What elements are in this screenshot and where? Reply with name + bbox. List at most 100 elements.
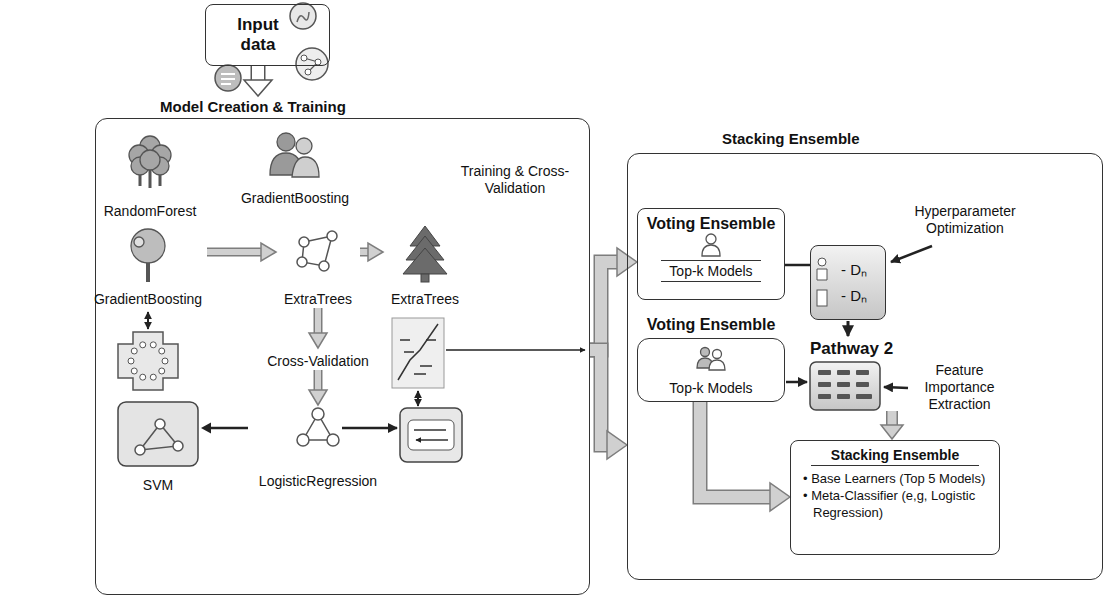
input-box: Input data [205,4,330,66]
arrow-line [210,427,249,430]
node-text: Voting Ensemble [637,314,785,336]
cycle-box [400,408,462,462]
network-icon [297,257,307,267]
model-icon: ExtraTrees [276,222,360,308]
pine-icon [403,248,447,274]
arrow-head [309,390,327,405]
voting-box: Voting EnsembleTop-k Models [637,314,785,402]
node-text: Stacking Ensemble [811,445,979,466]
arrow-head [770,483,790,511]
node-text: Voting Ensemble [647,214,776,234]
model-icon: SVM [115,398,201,494]
flow-arrow [244,66,272,96]
data-icons [215,65,241,91]
node-text: ExtraTrees [284,290,352,308]
feature-box [856,370,869,375]
arrow-head [607,431,627,459]
param-box-fill [817,290,827,306]
param-box-fill [818,258,826,266]
people-icon [292,157,319,177]
flow-arrow [309,308,327,348]
thin-arrow [847,321,850,336]
chart-box [392,318,444,388]
voting-icons [697,234,725,370]
pine-icon [403,226,447,282]
stacking-box: Stacking Ensemble • Base Learners (Top 5 … [790,440,1000,555]
people-icon [296,138,312,154]
node-text: Input data [226,15,290,55]
data-icons [290,3,316,29]
node-text: - Dₙ [811,283,885,309]
data-icons [315,59,321,65]
network-icon [299,237,309,247]
svm-box [118,402,198,466]
double-arrow [417,391,419,406]
thin-arrow [884,387,908,388]
node-text: • Meta-Classifier (e,g, Logistic Regress… [801,487,989,521]
annotation-label: Feature Importance Extraction [912,362,1007,413]
flow-arrow [700,402,790,511]
network-icon [297,231,337,271]
node-text: SVM [143,476,173,494]
svm-box [173,441,183,451]
model-icon: RandomForest [95,128,205,220]
thin-arrow [786,381,807,384]
flow-arrow [785,265,810,266]
annotation-label: Hyperparameter Optimization [905,203,1025,237]
node-text: • Base Learners (Top 5 Models) [801,470,989,487]
ring-box [150,374,156,380]
ring-box [140,342,146,348]
ring-box [140,374,146,380]
flow-arrow [360,243,383,261]
thin-arrow [891,246,932,262]
param-box: - Dₙ- Dₙ [810,245,886,320]
node-text: GradientBoosting [94,290,202,308]
voting-box: Voting EnsembleTop-k Models [637,208,785,300]
tree-icon [131,229,165,263]
arrow-head [244,80,272,96]
ring-box [128,358,134,364]
node-text: Top-k Models [661,260,760,282]
tree-icon [146,262,150,282]
param-box-fill [817,269,827,280]
gray-arrow [881,425,903,439]
arrow-line [207,248,263,257]
feature-box [818,382,831,387]
feature-box [818,370,831,375]
voting-icons [713,350,722,359]
arrow-line [314,308,323,335]
feature-box [837,382,850,387]
feature-box [810,362,880,410]
chart-box [392,318,444,388]
model-icon: GradientBoosting [230,122,360,207]
svm-box [155,419,165,429]
node-text: RandomForest [104,202,197,220]
feature-box [856,394,872,399]
data-icons [297,12,309,22]
panel-frame: Top-k Models [637,338,785,402]
arrow-line [315,370,321,392]
ring-box [162,358,168,364]
model-icon: ExtraTrees [383,215,467,308]
annotation-label: Pathway 2 [810,339,893,359]
step-label: Cross-Validation [258,348,378,370]
data-icons [305,69,311,75]
arrow-line [590,262,620,350]
arrow-head [368,243,383,261]
voting-icons [702,245,720,256]
feature-box [810,362,880,410]
tree-icon [131,229,165,282]
data-icons [301,55,307,61]
node-text: Top-k Models [638,379,784,397]
data-icons [296,48,328,80]
node-text: Model Creation & Training [95,96,590,118]
cycle-box [414,430,448,440]
ring-box [150,342,156,348]
ring-box [131,368,137,374]
flow-arrow [590,248,637,350]
gray-arrow [886,411,898,426]
triangle-network-icon [297,408,339,446]
feature-box [837,370,850,375]
arrow-line [700,402,773,497]
gray-arrow [881,411,903,439]
